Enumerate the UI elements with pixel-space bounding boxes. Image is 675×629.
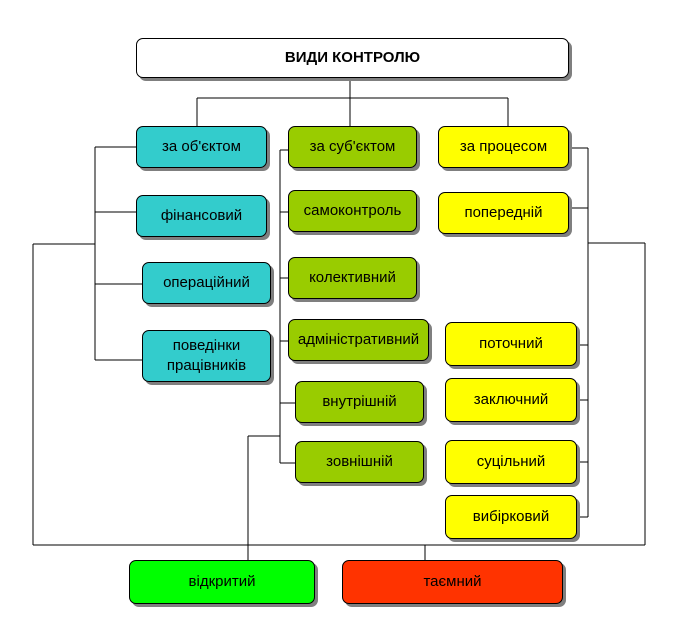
object-group-header: за об'єктом <box>136 126 267 168</box>
object-item-operational: операційний <box>142 262 271 304</box>
process-item-selective: вибірковий <box>445 495 577 539</box>
object-item-financial: фінансовий <box>136 195 267 237</box>
subject-group-header: за суб'єктом <box>288 126 417 168</box>
process-item-current: поточний <box>445 322 577 366</box>
process-item-continuous: суцільний <box>445 440 577 484</box>
subject-item-internal: внутрішній <box>295 381 424 423</box>
open-control-box: відкритий <box>129 560 315 604</box>
process-item-final: заключний <box>445 378 577 422</box>
subject-item-self-control: самоконтроль <box>288 190 417 232</box>
process-group-header: за процесом <box>438 126 569 168</box>
subject-item-administrative: адміністративний <box>288 319 429 361</box>
object-item-employee-behavior: поведінки працівників <box>142 330 271 382</box>
subject-item-external: зовнішній <box>295 441 424 483</box>
secret-control-box: таємний <box>342 560 563 604</box>
subject-item-collective: колективний <box>288 257 417 299</box>
diagram-title: ВИДИ КОНТРОЛЮ <box>136 38 569 78</box>
process-item-preliminary: попередній <box>438 192 569 234</box>
